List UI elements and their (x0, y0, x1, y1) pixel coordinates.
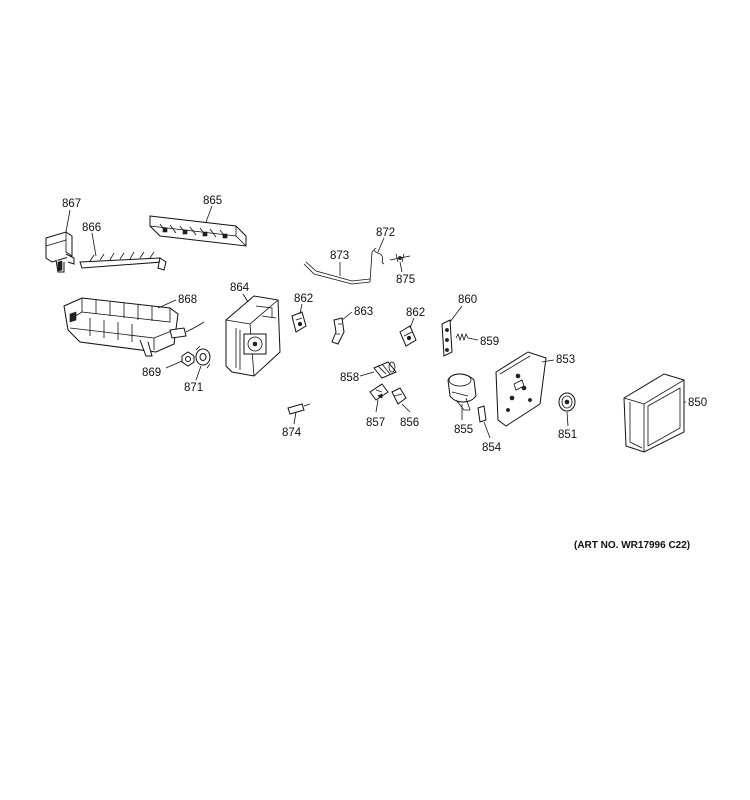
callout-866: 866 (82, 222, 101, 234)
leader-865 (205, 205, 213, 223)
callout-875: 875 (396, 274, 415, 286)
callout-874: 874 (282, 427, 302, 439)
leader-856 (401, 403, 411, 413)
leader-851 (566, 411, 569, 427)
part-862a-thermostat-drawing (291, 311, 307, 333)
callout-862a: 862 (294, 293, 313, 305)
callout-868: 868 (178, 294, 197, 306)
callout-856: 856 (400, 417, 419, 429)
callout-865: 865 (203, 195, 222, 207)
part-873-spring-drawing (373, 249, 385, 265)
callout-859: 859 (480, 336, 499, 348)
part-865-cover-drawing (149, 215, 247, 247)
leader-864 (242, 293, 249, 303)
part-857-switch-drawing (369, 383, 389, 401)
part-869-nut-drawing (181, 351, 195, 367)
callout-853: 853 (556, 354, 575, 366)
leader-858 (359, 371, 375, 377)
part-850-cover-drawing (623, 373, 685, 453)
part-856-switch-drawing (391, 387, 407, 405)
part-863-bracket-drawing (331, 317, 345, 345)
callout-864: 864 (230, 282, 250, 294)
part-866-ejector-drawing (79, 251, 167, 271)
leader-871 (195, 365, 202, 381)
callout-855: 855 (454, 424, 473, 436)
callout-871: 871 (184, 382, 203, 394)
part-864-housing-drawing (225, 295, 281, 377)
callout-863: 863 (354, 306, 373, 318)
part-860-switch-plate-drawing (441, 319, 453, 357)
leader-863 (341, 311, 353, 321)
part-858-cam-drawing (373, 361, 397, 379)
callout-857: 857 (366, 417, 385, 429)
leader-862b (409, 317, 415, 329)
part-855-motor-drawing (447, 373, 477, 411)
part-874-screw-drawing (287, 403, 311, 415)
part-853-mounting-plate-drawing (495, 351, 547, 427)
leader-867 (65, 209, 71, 233)
part-867-bracket-drawing (45, 231, 75, 273)
part-875-clip-drawing (389, 253, 411, 263)
leader-873 (377, 237, 385, 253)
callout-862b: 862 (406, 307, 425, 319)
art-number: (ART NO. WR17996 C22) (574, 540, 690, 551)
leader-859 (467, 337, 479, 341)
part-872-feeler-arm-drawing (303, 247, 377, 285)
leader-860 (449, 305, 463, 323)
callout-867: 867 (62, 198, 81, 210)
leader-875 (399, 261, 403, 273)
leader-869 (165, 360, 183, 369)
callout-858: 858 (340, 372, 359, 384)
part-851-knob-drawing (558, 392, 576, 412)
callout-872: 873 (330, 250, 349, 262)
part-854-cutout-drawing (477, 405, 487, 423)
leader-862a (299, 303, 303, 315)
leader-857 (375, 399, 379, 413)
part-868-ice-mold-drawing (63, 297, 205, 357)
leader-866 (91, 232, 97, 257)
callout-869: 869 (142, 367, 161, 379)
callout-860: 860 (458, 294, 477, 306)
leader-874 (293, 411, 297, 425)
callout-851: 851 (558, 429, 577, 441)
callout-873: 872 (376, 227, 395, 239)
part-862b-thermostat-drawing (399, 325, 417, 347)
leader-868 (157, 299, 177, 309)
part-859-spring-drawing (455, 332, 469, 342)
callout-850: 850 (688, 397, 707, 409)
leader-853 (541, 359, 555, 363)
part-871-gear-drawing (195, 345, 211, 369)
callout-854: 854 (482, 442, 502, 454)
leader-854 (483, 421, 491, 439)
